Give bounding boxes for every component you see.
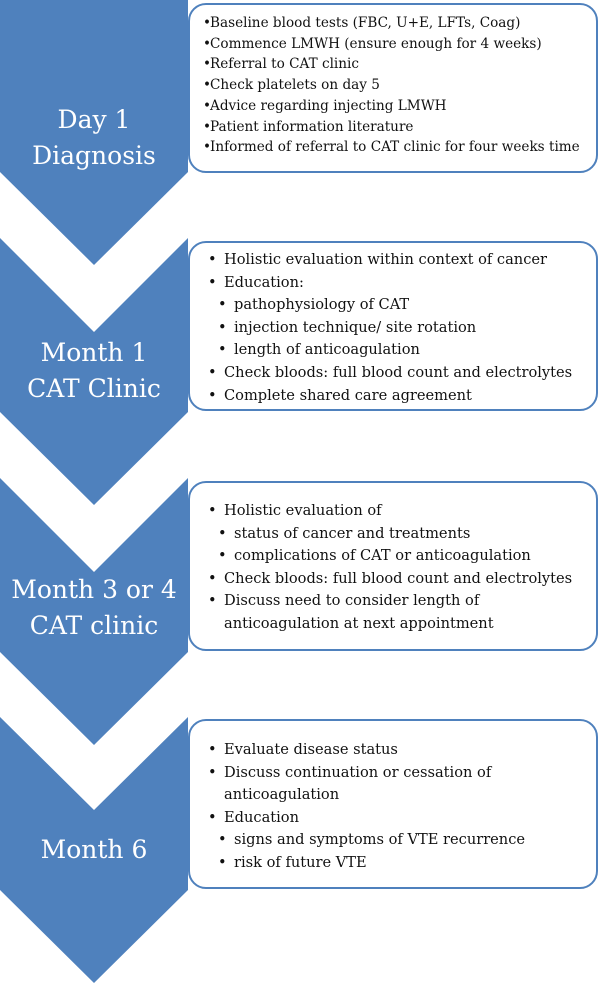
list-item: Education: [208, 807, 596, 830]
stage-box-month-3-or-4: Holistic evaluation of status of cancer …: [188, 481, 598, 651]
sub-list-item: pathophysiology of CAT: [218, 294, 596, 317]
stage-label-day-1: Day 1 Diagnosis: [0, 102, 188, 175]
list-item: Advice regarding injecting LMWH: [203, 96, 596, 117]
list-item: Discuss need to consider length of antic…: [208, 590, 596, 635]
list-item: Informed of referral to CAT clinic for f…: [203, 137, 596, 158]
stage-label-line: Diagnosis: [32, 141, 156, 171]
stage-label-line: Month 6: [40, 835, 148, 864]
stage-box-month-6: Evaluate disease status Discuss continua…: [188, 719, 598, 889]
sub-list: signs and symptoms of VTE recurrence ris…: [208, 829, 596, 874]
chevron-stage-1: [0, 0, 188, 265]
chevron-stage-2: [0, 238, 188, 505]
sub-list-item: length of anticoagulation: [218, 339, 596, 362]
sub-list-item: status of cancer and treatments: [218, 523, 596, 546]
list-item: Complete shared care agreement: [208, 385, 596, 408]
sub-list-item: signs and symptoms of VTE recurrence: [218, 829, 596, 852]
list-item: Referral to CAT clinic: [203, 54, 596, 75]
list-item: Check bloods: full blood count and elect…: [208, 568, 596, 591]
list-item: Holistic evaluation of: [208, 500, 596, 523]
stage-label-month-3-or-4: Month 3 or 4 CAT clinic: [0, 572, 188, 645]
stage-box-month-1: Holistic evaluation within context of ca…: [188, 241, 598, 411]
stage-list: Holistic evaluation of status of cancer …: [190, 483, 596, 636]
sub-list-item: risk of future VTE: [218, 852, 596, 875]
list-item: Education:: [208, 272, 596, 295]
list-item: Check bloods: full blood count and elect…: [208, 362, 596, 385]
stage-label-line: CAT clinic: [29, 611, 159, 641]
list-item-line: anticoagulation at next appointment: [224, 614, 494, 632]
list-item: Discuss continuation or cessation of ant…: [208, 762, 596, 807]
stage-label-line: Month 1: [40, 338, 148, 367]
list-item: Baseline blood tests (FBC, U+E, LFTs, Co…: [203, 13, 596, 34]
stage-label-line: Day 1: [57, 105, 131, 134]
sub-list-item: injection technique/ site rotation: [218, 317, 596, 340]
stage-box-day-1: Baseline blood tests (FBC, U+E, LFTs, Co…: [188, 3, 598, 173]
sub-list: status of cancer and treatments complica…: [208, 523, 596, 568]
chevron-stage-3: [0, 478, 188, 745]
list-item-line: Discuss continuation or cessation of: [224, 763, 492, 781]
list-item: Patient information literature: [203, 117, 596, 138]
stage-list: Evaluate disease status Discuss continua…: [190, 721, 596, 875]
stage-label-line: CAT Clinic: [27, 374, 161, 404]
list-item: Commence LMWH (ensure enough for 4 weeks…: [203, 34, 596, 55]
chevron-stage-4: [0, 717, 188, 983]
list-item-line: anticoagulation: [224, 786, 340, 804]
sub-list-item: complications of CAT or anticoagulation: [218, 545, 596, 568]
stage-label-line: Month 3 or 4: [11, 575, 177, 604]
stage-list: Holistic evaluation within context of ca…: [190, 243, 596, 407]
stage-list: Baseline blood tests (FBC, U+E, LFTs, Co…: [190, 5, 596, 158]
stage-label-month-1: Month 1 CAT Clinic: [0, 335, 188, 408]
list-item: Holistic evaluation within context of ca…: [208, 249, 596, 272]
list-item: Evaluate disease status: [208, 739, 596, 762]
list-item-line: Discuss need to consider length of: [224, 592, 480, 610]
stage-label-month-6: Month 6: [0, 832, 188, 868]
sub-list: pathophysiology of CAT injection techniq…: [208, 294, 596, 362]
list-item: Check platelets on day 5: [203, 75, 596, 96]
